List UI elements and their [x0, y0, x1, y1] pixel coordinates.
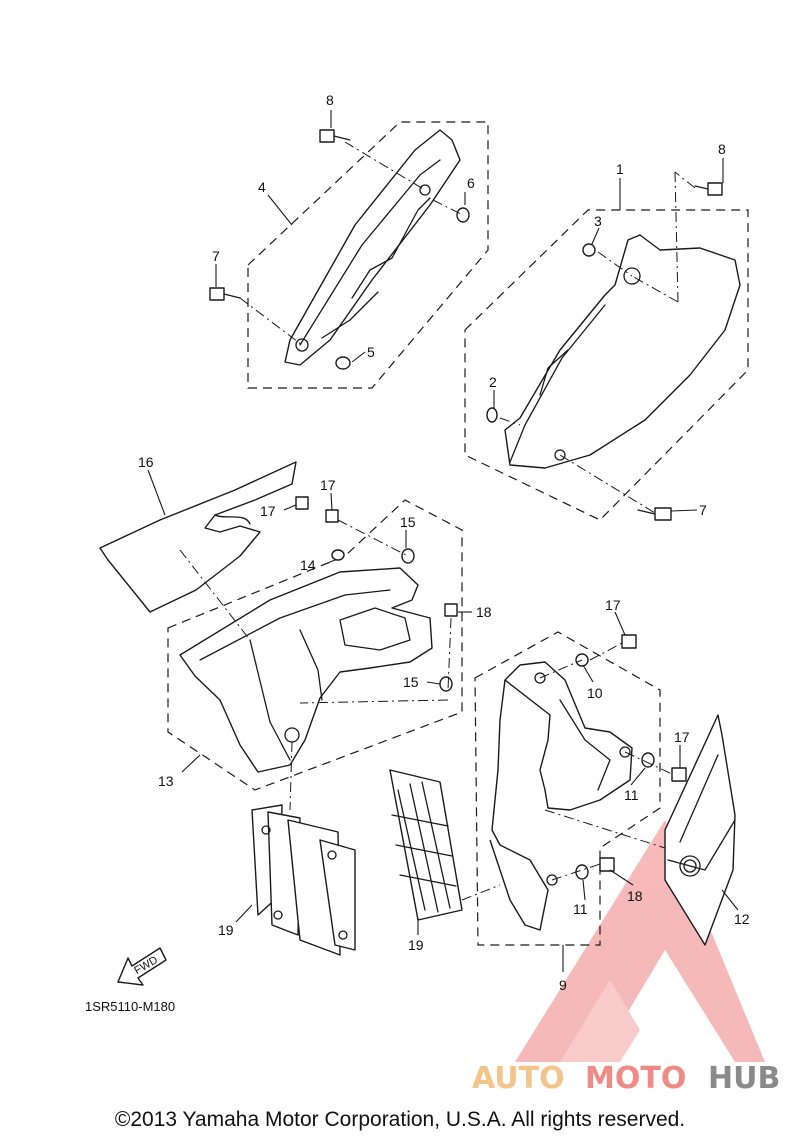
watermark-logo: [515, 820, 765, 1062]
callout-labels: 8 4 6 7 5 1 3 2 8 7 16 17 17 15 14 18 15…: [138, 92, 750, 993]
collar-5-icon: [335, 356, 351, 370]
forward-arrow-icon: [117, 947, 167, 986]
callout-17-right: 17: [605, 597, 621, 613]
callout-11-top: 11: [624, 787, 639, 803]
part-16-graphic: [99, 461, 297, 613]
callout-15-top: 15: [400, 514, 416, 530]
part-12-emblem: [664, 714, 736, 946]
fasteners-top: [209, 129, 723, 521]
callout-8-left: 8: [326, 92, 334, 108]
callout-19-right: 19: [408, 937, 424, 953]
callout-4: 4: [258, 179, 266, 195]
callout-16: 16: [138, 454, 154, 470]
part-4-side-cover: [247, 121, 489, 389]
callout-14: 14: [300, 557, 316, 573]
part-19-radiator-guard-right: [389, 769, 463, 921]
watermark-moto: MOTO: [585, 1061, 686, 1096]
callout-11-bottom: 11: [573, 901, 588, 917]
grommet-2-icon: [486, 407, 498, 423]
callout-12: 12: [734, 911, 750, 927]
bolt-7-left-icon: [209, 287, 225, 301]
part-9-radiator-shroud: [474, 631, 687, 946]
bolt-8-left-icon: [319, 129, 335, 143]
callout-18-top: 18: [476, 604, 492, 620]
watermark-triangle-inner: [560, 980, 640, 1062]
part-1-side-cover: [464, 209, 749, 521]
leader-lines: [147, 110, 739, 972]
copyright-text: ©2013 Yamaha Motor Corporation, U.S.A. A…: [115, 1108, 685, 1131]
diagram-code: 1SR5110-M180: [85, 999, 175, 1014]
callout-17-far-right: 17: [674, 729, 690, 745]
callout-10: 10: [587, 685, 603, 701]
grommet-3-icon: [582, 243, 596, 257]
callout-8-right: 8: [718, 141, 726, 157]
callout-9: 9: [559, 977, 567, 993]
part-19-radiator-guard-left: [251, 804, 356, 956]
collar-6-icon: [456, 207, 470, 223]
part-13-radiator-shroud: [167, 496, 463, 791]
watermark-hub: HUB: [708, 1061, 780, 1096]
callout-6: 6: [467, 175, 475, 191]
callout-13: 13: [158, 773, 174, 789]
bolt-7-right-icon: [654, 507, 672, 521]
fwd-arrow: FWD: [117, 947, 167, 986]
callout-17-mid: 17: [320, 477, 336, 493]
callout-7-left: 7: [212, 248, 220, 264]
callout-2: 2: [489, 374, 497, 390]
callout-17-left: 17: [260, 503, 276, 519]
callout-1: 1: [616, 161, 624, 177]
watermark-triangle: [515, 820, 765, 1062]
bolt-8-right-icon: [707, 182, 723, 196]
callout-19-left: 19: [218, 922, 234, 938]
watermark-auto: AUTO: [472, 1061, 565, 1096]
fwd-label: FWD: [132, 954, 160, 977]
watermark-text: AUTO MOTO HUB: [472, 1061, 780, 1096]
callout-7-right: 7: [699, 502, 707, 518]
callout-18-bottom: 18: [627, 888, 643, 904]
callout-5: 5: [367, 344, 375, 360]
yamaha-logo-icon: [679, 855, 701, 877]
callout-3: 3: [594, 213, 602, 229]
callout-15-bottom: 15: [403, 674, 419, 690]
